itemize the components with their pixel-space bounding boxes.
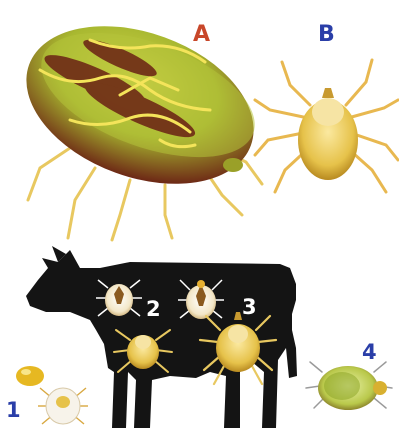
label-4: 4 — [362, 340, 377, 364]
adult-tick-illustration — [255, 60, 398, 192]
engorged-tick-illustration — [4, 0, 275, 240]
nymph-engorging-illustration — [178, 280, 224, 319]
label-3: 3 — [242, 295, 257, 319]
eggs-and-larva-illustration — [16, 366, 88, 424]
label-2: 2 — [146, 297, 161, 321]
label-a: A — [193, 22, 210, 47]
label-1: 1 — [6, 398, 21, 422]
label-b: B — [318, 22, 335, 47]
detached-engorged-tick-illustration — [306, 362, 392, 410]
